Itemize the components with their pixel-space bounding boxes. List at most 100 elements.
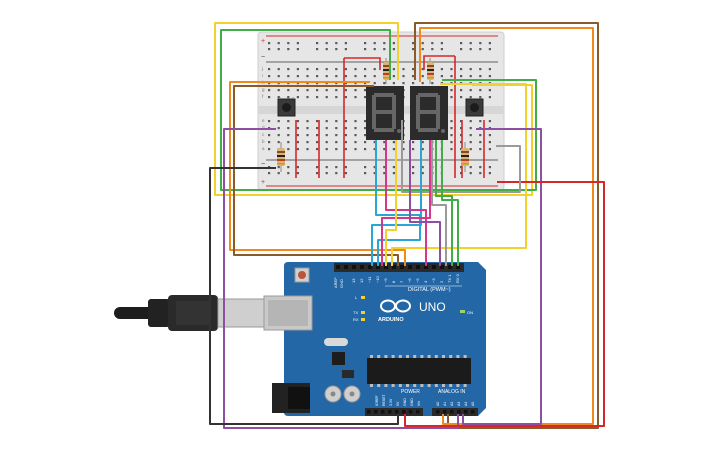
wire-pink-1 bbox=[385, 140, 427, 266]
resistor-top-right bbox=[427, 58, 434, 84]
digital-pin[interactable] bbox=[400, 265, 404, 269]
digital-pin[interactable] bbox=[424, 265, 428, 269]
wire-yellow-outer bbox=[214, 22, 533, 196]
gnd-label: GND bbox=[339, 279, 344, 288]
digital-pin[interactable] bbox=[344, 265, 348, 269]
pushbutton-left[interactable] bbox=[277, 97, 296, 117]
analog-pin-label: A0 bbox=[436, 402, 440, 406]
digital-pin[interactable] bbox=[440, 265, 444, 269]
digital-pin[interactable] bbox=[376, 265, 380, 269]
digital-pin-label: ~6 bbox=[407, 278, 412, 283]
power-pin[interactable] bbox=[367, 410, 371, 414]
wire-green-3 bbox=[441, 140, 459, 266]
wire-orange-left bbox=[229, 81, 406, 266]
small-chip bbox=[332, 352, 345, 365]
wire-gray bbox=[401, 120, 521, 193]
digital-pin-label: ~5 bbox=[415, 278, 420, 283]
digital-pin[interactable] bbox=[336, 265, 340, 269]
wires bbox=[209, 22, 605, 429]
rail-plus-label: + bbox=[261, 38, 265, 45]
power-pin[interactable] bbox=[416, 410, 420, 414]
digital-pin[interactable] bbox=[432, 265, 436, 269]
seven-segment-display-left bbox=[366, 86, 404, 140]
power-pin[interactable] bbox=[388, 410, 392, 414]
wire-green-2 bbox=[435, 140, 453, 266]
row-letter: d bbox=[262, 125, 265, 130]
digital-pin[interactable] bbox=[456, 265, 460, 269]
digital-pin[interactable] bbox=[416, 265, 420, 269]
analog-pin-label: A4 bbox=[464, 402, 468, 406]
on-led-label: ON bbox=[467, 310, 473, 315]
wire-purple-right bbox=[462, 128, 542, 425]
wire-gray-2 bbox=[431, 140, 447, 266]
digital-pin[interactable] bbox=[360, 265, 364, 269]
digital-pin-label: 8 bbox=[391, 280, 396, 283]
analog-pin[interactable] bbox=[471, 410, 475, 414]
analog-pin-label: A1 bbox=[443, 402, 447, 406]
digital-pin[interactable] bbox=[368, 265, 372, 269]
rx-led-label: RX bbox=[353, 317, 359, 322]
analog-pin[interactable] bbox=[457, 410, 461, 414]
digital-pin[interactable] bbox=[392, 265, 396, 269]
power-pin[interactable] bbox=[381, 410, 385, 414]
wire-purple-left bbox=[223, 128, 459, 429]
row-letter: c bbox=[262, 132, 265, 137]
digital-pin[interactable] bbox=[408, 265, 412, 269]
row-letter: e bbox=[262, 118, 265, 123]
digital-pin[interactable] bbox=[352, 265, 356, 269]
analog-pin[interactable] bbox=[450, 410, 454, 414]
power-pin-label: GND bbox=[403, 398, 407, 406]
arduino-wordmark: ARDUINO bbox=[378, 317, 404, 323]
wire-orange-right bbox=[419, 27, 594, 425]
power-label: POWER bbox=[401, 389, 420, 395]
power-pin-label: IOREF bbox=[375, 395, 379, 406]
wire-red-right bbox=[404, 181, 605, 427]
power-pin-label: 5V bbox=[396, 401, 400, 406]
digital-pin-label: ~11 bbox=[367, 276, 372, 283]
digital-pin-holes bbox=[336, 265, 460, 269]
power-pin[interactable] bbox=[409, 410, 413, 414]
row-letter: f bbox=[262, 94, 264, 99]
reset-button-icon[interactable] bbox=[294, 267, 310, 283]
arduino-logo-icon bbox=[380, 299, 411, 313]
power-pin[interactable] bbox=[402, 410, 406, 414]
aref-label: AREF bbox=[333, 277, 338, 288]
wire-yellow-right bbox=[391, 83, 527, 266]
digital-pin-label: RX 0 bbox=[455, 273, 460, 283]
analog-pin-label: A2 bbox=[450, 402, 454, 406]
analog-pin[interactable] bbox=[436, 410, 440, 414]
digital-pin-label: 4 bbox=[423, 280, 428, 283]
digital-pin-label: 2 bbox=[439, 280, 444, 283]
digital-pin-label: 12 bbox=[359, 278, 364, 283]
analog-pin-label: A3 bbox=[457, 402, 461, 406]
rail-minus-label-bottom: − bbox=[261, 161, 265, 168]
digital-pin-label: ~3 bbox=[431, 278, 436, 283]
power-pin-label: Vin bbox=[417, 401, 421, 406]
resistor-bottom-right bbox=[461, 142, 469, 172]
rail-minus-label: − bbox=[261, 54, 265, 61]
row-letter: g bbox=[262, 87, 265, 92]
digital-pin[interactable] bbox=[448, 265, 452, 269]
power-pin-label: GND bbox=[410, 398, 414, 406]
analog-pin[interactable] bbox=[443, 410, 447, 414]
power-pin[interactable] bbox=[395, 410, 399, 414]
wire-yellow-digital bbox=[385, 140, 397, 266]
pushbutton-right[interactable] bbox=[465, 98, 484, 117]
digital-pin-label: ~10 bbox=[375, 275, 380, 283]
atmega-chip-icon bbox=[367, 355, 471, 387]
row-letter: j bbox=[261, 66, 263, 71]
analog-in-label: ANALOG IN bbox=[438, 389, 466, 395]
power-pin-label: 3.3V bbox=[389, 398, 393, 406]
row-letter: a bbox=[262, 146, 265, 151]
row-letter: b bbox=[262, 139, 265, 144]
power-pin[interactable] bbox=[374, 410, 378, 414]
digital-pwm-label: DIGITAL (PWM~) bbox=[408, 287, 451, 293]
digital-pin[interactable] bbox=[384, 265, 388, 269]
analog-pin[interactable] bbox=[464, 410, 468, 414]
